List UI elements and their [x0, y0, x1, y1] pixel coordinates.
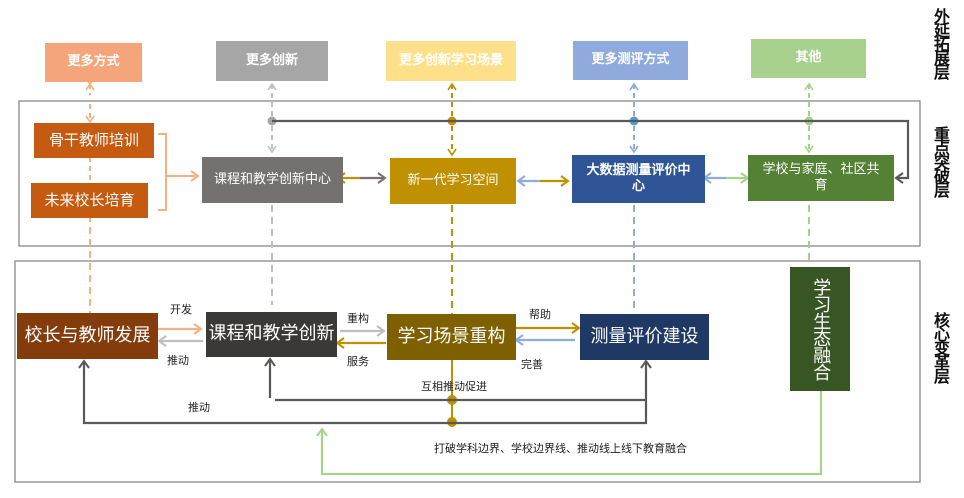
edge-label-restructure: 重构 — [347, 312, 369, 325]
box-teacher-development: 校长与教师发展 — [17, 313, 158, 359]
gold-arrow-up — [447, 82, 457, 91]
top-box-more-innovation: 更多创新 — [216, 41, 328, 81]
green-arrow-down — [804, 145, 814, 154]
connector-stroke — [316, 427, 328, 437]
vertical-connectors — [86, 84, 814, 427]
box-evaluation-construction: 测量评价建设 — [580, 314, 709, 360]
top-box-more-methods: 更多方式 — [45, 43, 142, 82]
ecology-feedback-line — [320, 390, 823, 476]
blue-arrow-down — [629, 145, 639, 154]
connector-stroke — [571, 322, 581, 334]
connector-stroke — [193, 323, 203, 335]
gray-arrow-down — [267, 145, 277, 154]
gray-arrow-up — [267, 82, 277, 91]
layer-label-core: 核心变革层 — [931, 312, 950, 382]
bracket-arrowhead — [190, 170, 200, 182]
gold-arrow-down — [447, 148, 457, 157]
top-box-more-scenes: 更多创新学习场景 — [386, 41, 516, 81]
edge-label-mutual-promotion: 互相推动促进 — [421, 380, 487, 393]
edge-label-help: 帮助 — [529, 308, 551, 321]
edge-label-promote-outer: 推动 — [188, 401, 210, 414]
top-box-other: 其他 — [751, 39, 866, 78]
green-arrow-up — [804, 82, 814, 91]
edge-label-break-boundaries: 打破学科边界、学校边界线、推动线上线下教育融合 — [434, 442, 687, 455]
box-scene-restructure: 学习场景重构 — [387, 314, 516, 360]
box-learning-space: 新一代学习空间 — [390, 158, 516, 204]
blue-arrow-up — [629, 82, 639, 91]
edge-label-improve: 完善 — [521, 358, 543, 371]
box-ecology-integration: 学习生态融合 — [790, 267, 850, 391]
edge-label-develop: 开发 — [170, 303, 192, 316]
connector-stroke — [335, 337, 345, 349]
key-layer-frame — [18, 100, 921, 247]
orange-arrow-down — [85, 115, 95, 124]
bus-arrowhead — [894, 172, 904, 184]
connector-stroke — [640, 359, 652, 369]
connector-stroke — [516, 175, 526, 187]
layer-label-key: 重点突破层 — [931, 126, 950, 196]
edge-label-promote: 推动 — [167, 354, 189, 367]
box-curriculum-innovation: 课程和教学创新 — [206, 312, 337, 357]
box-home-school-community: 学校与家庭、社区共育 — [748, 155, 894, 201]
edge-label-serve: 服务 — [347, 355, 369, 368]
box-bigdata-center: 大数据测量评价中心 — [572, 155, 705, 203]
connector-stroke — [377, 172, 387, 184]
training-bracket — [158, 133, 196, 211]
promote-outer-line — [82, 362, 648, 425]
connector-stroke — [157, 335, 167, 347]
connector-stroke — [376, 325, 386, 337]
box-future-principal-training: 未来校长培育 — [31, 183, 148, 218]
orange-arrow-up — [85, 82, 95, 91]
top-box-more-evaluation: 更多测评方式 — [573, 41, 688, 80]
box-curriculum-center: 课程和教学创新中心 — [202, 157, 343, 203]
connector-stroke — [264, 357, 276, 367]
top-bus-line — [272, 119, 910, 180]
box-backbone-teacher-training: 骨干教师培训 — [34, 123, 154, 158]
core-layer-frame — [14, 260, 921, 483]
connector-stroke — [514, 334, 524, 346]
connector-stroke — [78, 359, 90, 369]
connector-stroke — [560, 175, 570, 187]
layer-label-outer: 外延拓展层 — [931, 8, 950, 78]
